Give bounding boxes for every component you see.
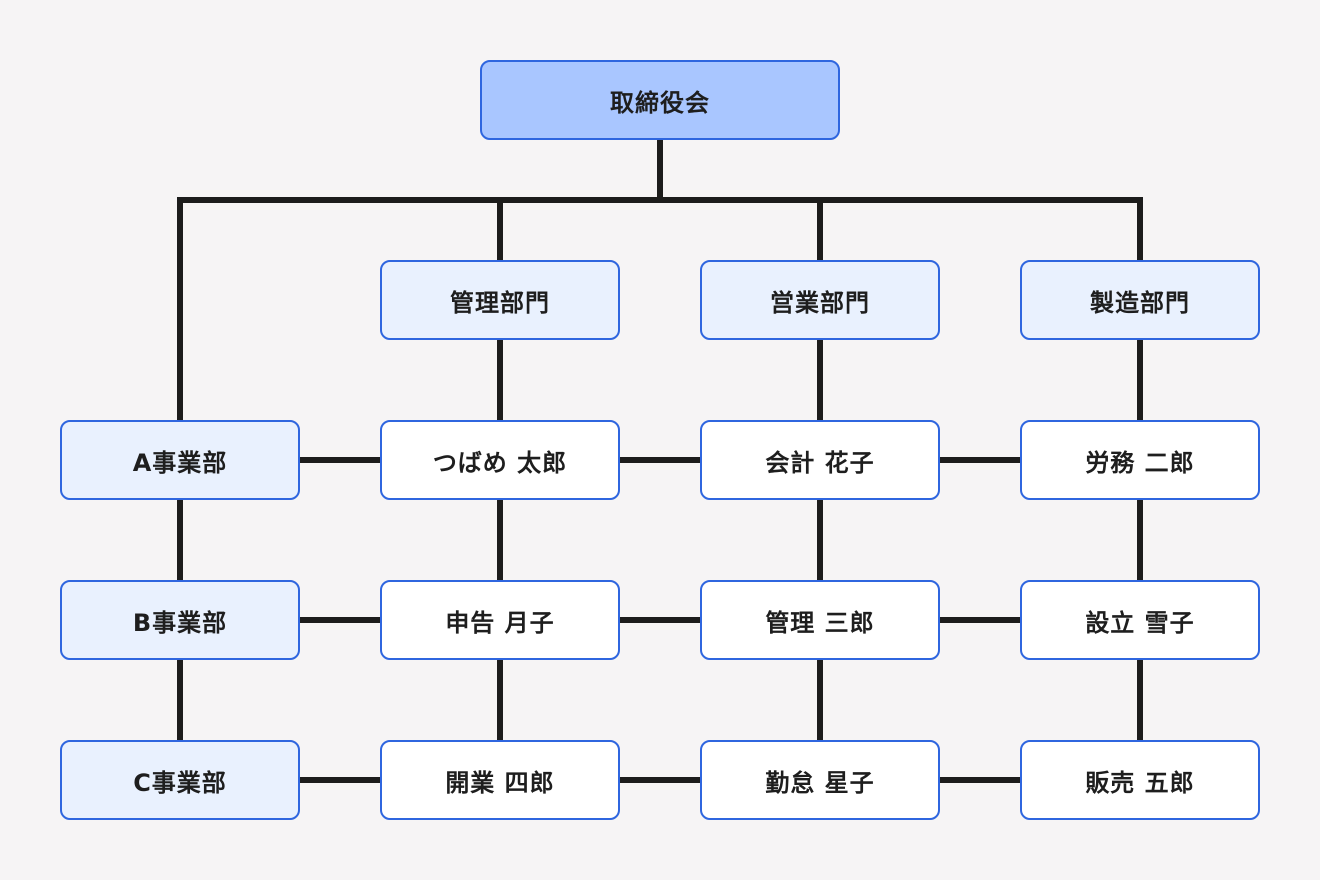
node-person: 販売 五郎 [1020, 740, 1260, 820]
node-department-manufacturing: 製造部門 [1020, 260, 1260, 340]
node-division-a: A事業部 [60, 420, 300, 500]
node-board: 取締役会 [480, 60, 840, 140]
node-division-b: B事業部 [60, 580, 300, 660]
node-department-sales: 営業部門 [700, 260, 940, 340]
node-person: 管理 三郎 [700, 580, 940, 660]
node-person: 申告 月子 [380, 580, 620, 660]
node-person: 労務 二郎 [1020, 420, 1260, 500]
node-department-admin: 管理部門 [380, 260, 620, 340]
node-division-c: C事業部 [60, 740, 300, 820]
node-person: 勤怠 星子 [700, 740, 940, 820]
node-person: 開業 四郎 [380, 740, 620, 820]
node-person: つばめ 太郎 [380, 420, 620, 500]
node-person: 会計 花子 [700, 420, 940, 500]
node-person: 設立 雪子 [1020, 580, 1260, 660]
